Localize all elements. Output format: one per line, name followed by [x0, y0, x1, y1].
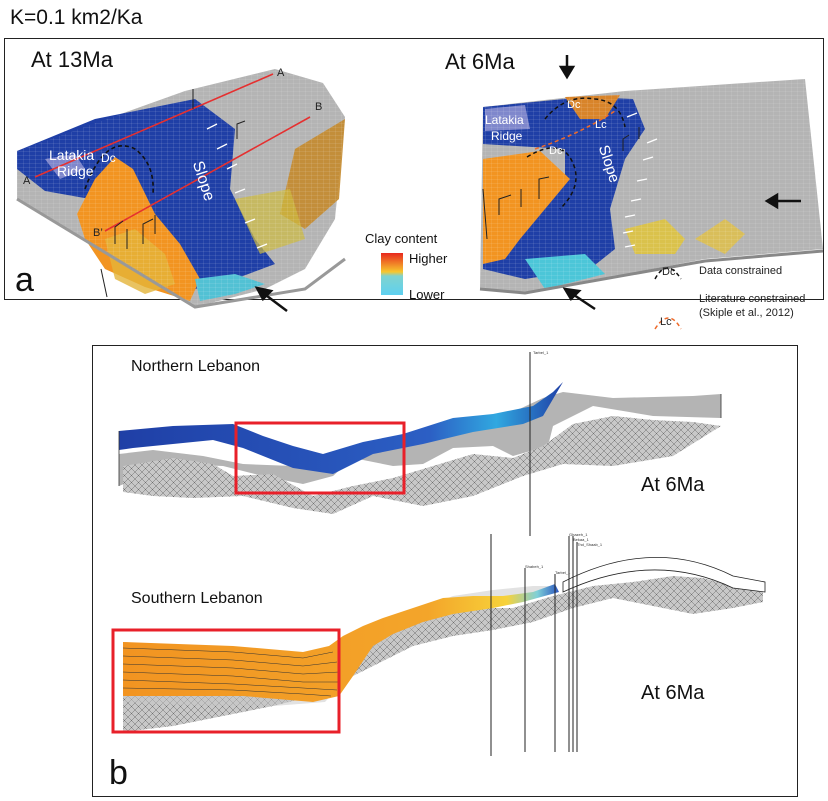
south-well-label-4: Thd_Shaab_1 [577, 542, 603, 547]
panel-b-sections [111, 352, 766, 756]
key-lc-text: Literature constrained [699, 293, 806, 305]
lc-key-symbol [654, 317, 682, 330]
left-ridge-label: Ridge [57, 163, 94, 179]
legend-title: Clay content [365, 231, 438, 246]
right-ridge-label: Ridge [491, 129, 523, 143]
south-well-label-2: Ghazeh_1 [569, 532, 588, 537]
north-highlight-box [234, 421, 406, 495]
south-time: At 6Ma [641, 682, 705, 704]
section-line-a [34, 73, 274, 178]
dc-key-symbol [654, 267, 682, 280]
north-section [118, 352, 722, 536]
key-dc-text: Data constrained [699, 265, 783, 277]
left-latakia-label: Latakia [49, 147, 95, 163]
south-sediment-fill [123, 584, 559, 702]
south-well-label-0: Shabeh_1 [525, 564, 544, 569]
key-lc-symbol-label: Lc [660, 316, 672, 328]
panel-b: Northern Lebanon At 6Ma Tarbel_1 Souther… [92, 345, 798, 797]
right-dc-top-label: Dc [567, 99, 581, 111]
legend-lower: Lower [409, 287, 445, 302]
south-strata-lines [122, 647, 340, 697]
right-map [479, 55, 824, 311]
left-dc-boundary [84, 145, 154, 195]
section-a-start: A [23, 175, 31, 187]
right-latakia-label: Latakia [485, 113, 524, 127]
section-a-end: A [277, 67, 285, 79]
left-map [16, 69, 346, 312]
figure-title: K=0.1 km2/Ka [10, 6, 143, 29]
section-b-start: B’ [93, 227, 103, 239]
right-lc-label: Lc [595, 119, 607, 131]
south-well-lines [490, 534, 578, 756]
right-dc-left-label: Dc [549, 145, 563, 157]
panel-b-letter: b [109, 754, 128, 792]
panel-a-maps [16, 55, 824, 330]
key-dc-symbol-label: Dc [662, 266, 676, 278]
left-map-time: At 13Ma [31, 47, 113, 72]
north-title: Northern Lebanon [131, 358, 260, 375]
legend-higher: Higher [409, 251, 448, 266]
left-dc-label: Dc [101, 151, 116, 165]
north-well-label: Tarbel_1 [533, 350, 549, 355]
south-highlight-box [111, 628, 341, 734]
north-blue-layer [119, 382, 563, 474]
left-map-arrow [254, 286, 288, 312]
clay-content-colorbar [381, 253, 403, 295]
south-well-label-1: Tarbel_1 [555, 570, 571, 575]
panel-a-letter: a [15, 261, 34, 299]
south-title: Southern Lebanon [131, 590, 263, 607]
south-well-label-3: Bekaa_1 [573, 537, 589, 542]
key-lc-citation: (Skiple et al., 2012) [699, 307, 794, 319]
panel-a: At 13Ma Latakia Ridge Slope Dc A A B B’ … [4, 38, 824, 330]
section-b-end: B [315, 101, 323, 113]
north-time: At 6Ma [641, 474, 705, 496]
right-map-time: At 6Ma [445, 49, 515, 74]
south-section [111, 534, 766, 756]
section-line-b [104, 116, 311, 232]
